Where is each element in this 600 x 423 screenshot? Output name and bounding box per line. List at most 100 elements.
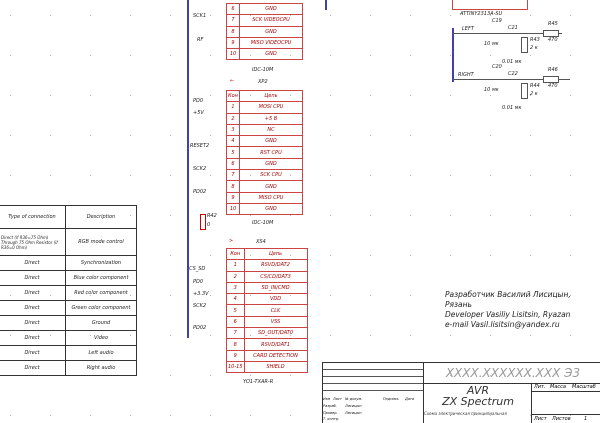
grid-dot — [50, 375, 51, 376]
pin-signal: SD_IN/CMD — [243, 281, 308, 295]
resistor-value: 2 к — [530, 91, 538, 97]
grid-dot — [330, 135, 331, 136]
xp2-ref: XP2 — [258, 79, 268, 85]
pin-signal: GND — [239, 2, 303, 16]
xs4-label: YO1-TXAR-R — [243, 379, 274, 385]
grid-dot — [170, 15, 171, 16]
document-code: XXXX.XXXXXX.XXX Э3 — [423, 363, 600, 384]
grid-dot — [330, 15, 331, 16]
grid-dot — [90, 95, 91, 96]
description: RGB mode control — [65, 228, 137, 256]
grid-dot — [170, 95, 171, 96]
grid-dot — [490, 175, 491, 176]
pin-signal: SHIELD — [243, 360, 308, 374]
grid-dot — [130, 415, 131, 416]
credit-ru: Разработчик Василий Лисицын, Рязань — [445, 290, 571, 309]
grid-dot — [570, 15, 571, 16]
bus-line — [452, 28, 454, 82]
grid-dot — [370, 215, 371, 216]
grid-dot — [90, 375, 91, 376]
grid-dot — [530, 175, 531, 176]
cap-value: 0.01 мк — [502, 59, 522, 65]
grid-dot — [170, 415, 171, 416]
grid-dot — [330, 255, 331, 256]
net-label: SCK1 — [193, 13, 207, 19]
grid-dot — [10, 135, 11, 136]
net-label: SCK2 — [193, 166, 207, 172]
grid-dot — [50, 135, 51, 136]
grid-dot — [90, 415, 91, 416]
grid-dot — [210, 375, 211, 376]
grid-dot — [410, 55, 411, 56]
connection-type: Direct — [0, 255, 66, 271]
grid-dot — [530, 375, 531, 376]
grid-dot — [490, 295, 491, 296]
person-name: Лисицын — [345, 404, 362, 408]
pin-signal: NC — [239, 123, 303, 137]
resistor-ref: R45 — [548, 21, 558, 27]
description: Video — [65, 330, 137, 346]
role-label: Т. контр. — [323, 417, 340, 421]
grid-dot — [530, 95, 531, 96]
pin-number: 5 — [226, 304, 245, 317]
pin-signal: MISO CPU — [239, 191, 303, 204]
grid-dot — [570, 375, 571, 376]
grid-dot — [10, 375, 11, 376]
pin-number: 9 — [226, 191, 240, 204]
net-label: LEFT — [462, 26, 474, 32]
grid-dot — [210, 55, 211, 56]
pin-signal: CARD DETECTION — [243, 349, 308, 362]
pin-number: 3 — [226, 123, 240, 137]
pin-signal: SD_OUT/DAT0 — [243, 327, 308, 340]
pin-signal: RSVD/DAT2 — [243, 259, 308, 272]
bus-line — [325, 0, 327, 10]
grid-dot — [170, 175, 171, 176]
sheet-label: Лист — [534, 416, 547, 422]
grid-dot — [170, 55, 171, 56]
table-row: Direct (if R36=75 Ohm) Through 75 Ohm Re… — [0, 228, 137, 256]
grid-dot — [50, 415, 51, 416]
grid-dot — [10, 15, 11, 16]
pin-number: 1 — [226, 101, 240, 114]
grid-dot — [530, 215, 531, 216]
grid-dot — [250, 215, 251, 216]
wire — [452, 33, 562, 34]
description: Blue color component — [65, 270, 137, 286]
grid-dot — [450, 135, 451, 136]
pin-signal: MISO VIDEOCPU — [239, 36, 303, 50]
resistor-value: 2 к — [530, 45, 538, 51]
grid-dot — [90, 55, 91, 56]
grid-dot — [210, 335, 211, 336]
net-label: RIGHT — [458, 72, 474, 78]
col-label: Лит. — [534, 384, 546, 390]
connection-type: Direct — [0, 270, 66, 286]
grid-dot — [330, 175, 331, 176]
grid-dot — [570, 295, 571, 296]
pin-signal: MOSI CPU — [239, 101, 303, 114]
grid-dot — [330, 95, 331, 96]
pin-number: 2 — [226, 270, 245, 283]
pin-number: 7 — [226, 327, 245, 340]
grid-dot — [50, 15, 51, 16]
grid-dot — [210, 135, 211, 136]
pin-number: 10-15 — [226, 360, 245, 374]
